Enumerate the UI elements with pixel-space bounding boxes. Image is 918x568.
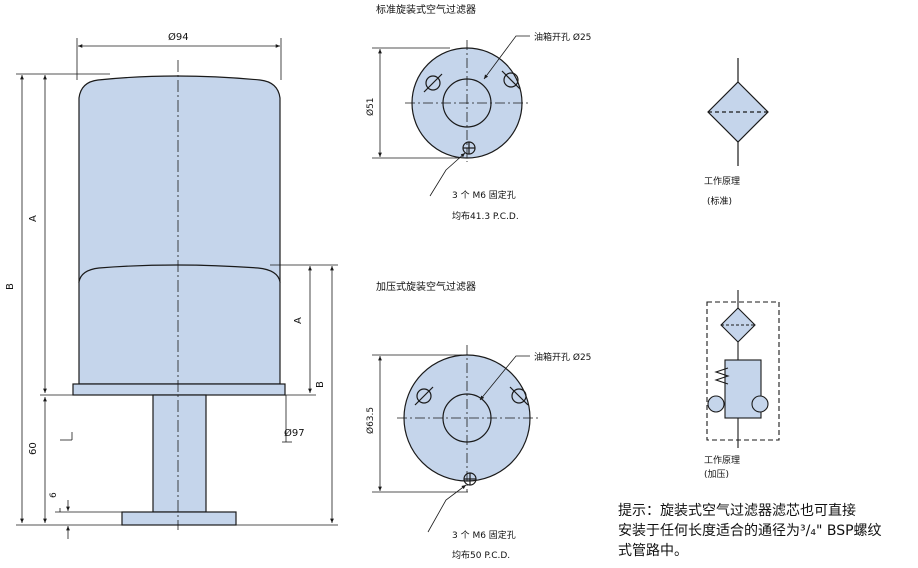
stem [152,394,207,513]
standard-bolt-label: 3 个 M6 固定孔 [452,189,516,201]
dim-dia94 [76,38,282,80]
pressurized-dia-label: Ø63.5 [365,407,376,434]
pressurized-dims [372,345,540,533]
note-line-3: 式管路中。 [618,543,688,559]
filter-symbol-pressurized [706,290,780,448]
standard-bolt-hole-bottom [462,141,476,155]
upper-canister [78,75,281,283]
standard-filter-title: 标准旋装式空气过滤器 [376,3,476,16]
bottom-plate [121,511,237,526]
dim-B-lower-label: B [315,381,326,388]
standard-symbol-subcaption: (标准) [707,195,732,207]
standard-bolt-hole-right [501,70,521,90]
note-line-1: 提示：旋装式空气过滤器滤芯也可直接 [618,503,856,519]
filter-symbol-standard [707,58,769,166]
dim-right-verticals [236,264,338,526]
lower-canister [78,264,281,385]
pressurized-hole-label: 油箱开孔 Ø25 [534,351,591,363]
standard-symbol-caption: 工作原理 [704,175,740,187]
standard-dims [372,35,530,197]
pressurized-filter-title: 加压式旋装空气过滤器 [376,280,476,293]
dim-A-lower-label: A [293,317,304,324]
standard-pcd-label: 均布41.3 P.C.D. [452,210,519,222]
dia94-label: Ø94 [168,31,189,43]
pressurized-bolt-hole-left [414,386,434,406]
standard-hole-label: 油箱开孔 Ø25 [534,31,591,43]
dim-A-upper-label: A [28,215,39,222]
pressurized-symbol-caption: 工作原理 [704,454,740,466]
pressurized-bolt-hole-right [509,386,529,406]
breather-side-view [72,75,286,526]
pressurized-symbol-frame [706,301,780,441]
standard-bolt-hole-left [423,73,443,93]
note-line-2: 安装于任何长度适合的通径为³/₄" BSP螺纹 [618,523,882,539]
dim-B-outer-label: B [5,283,16,290]
base-flange [72,383,286,396]
dia97-label: Ø97 [284,427,305,439]
pressurized-bolt-label: 3 个 M6 固定孔 [452,529,516,541]
dim-60-label: 60 [28,442,39,455]
standard-dia-label: Ø51 [365,97,376,116]
dim-left-verticals [16,73,152,539]
pressurized-symbol-subcaption: (加压) [704,469,729,480]
pressurized-pcd-label: 均布50 P.C.D. [452,549,510,561]
dim-6-label: 6 [49,492,59,498]
pressurized-bolt-hole-bottom [463,472,477,486]
installation-note: 提示：旋装式空气过滤器滤芯也可直接 安装于任何长度适合的通径为³/₄" BSP螺… [618,501,918,561]
